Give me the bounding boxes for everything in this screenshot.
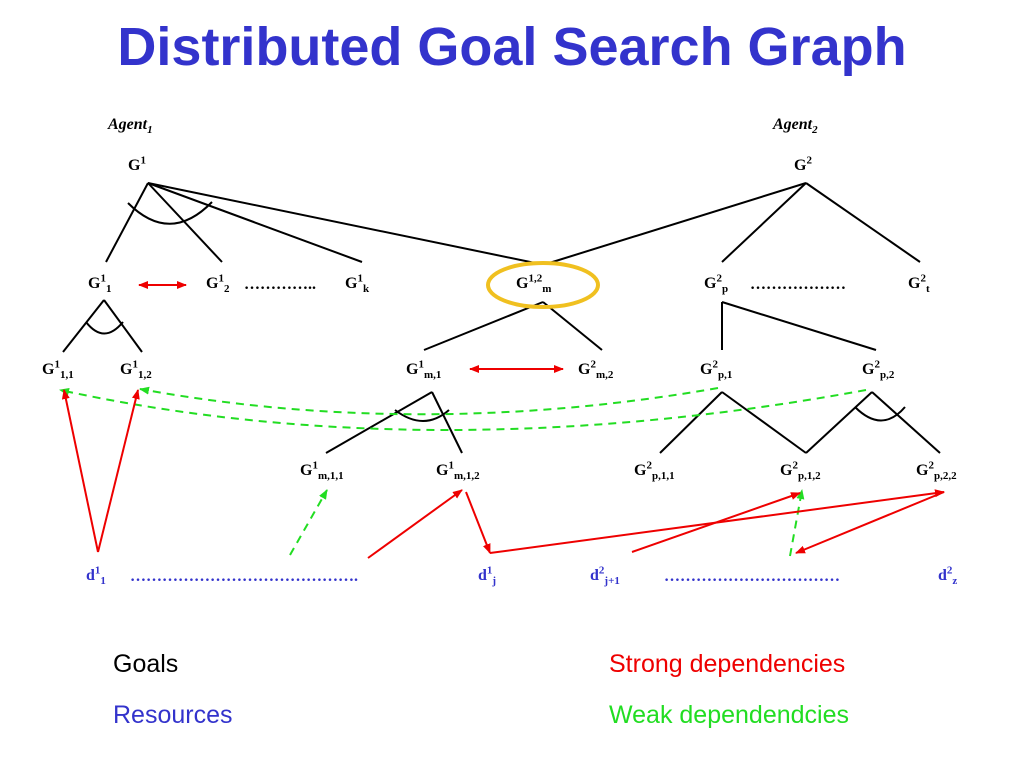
- edge-g1-g1_2: [147, 182, 223, 263]
- agent-2-label: Agent2: [773, 116, 818, 137]
- and-arc-g1: [127, 201, 213, 225]
- strong-d11-g1_12: [97, 389, 140, 553]
- goal-node: G1m,1: [406, 358, 442, 382]
- goal-node: G11,1: [42, 358, 74, 382]
- weak-res-g2p12: [789, 489, 805, 557]
- goal-node: G12: [206, 272, 230, 296]
- slide-title: Distributed Goal Search Graph: [117, 17, 907, 77]
- goal-node: G1k: [345, 272, 370, 296]
- edge-g1m1-g1m11: [325, 391, 433, 454]
- goal-node: G2m,2: [578, 358, 614, 382]
- goal-node: G2p,1,1: [634, 459, 675, 483]
- edge-g1_1-g1_11: [62, 299, 105, 353]
- edge-g2p-g2p2: [721, 301, 877, 351]
- legend-strong: Strong dependencies: [609, 650, 846, 678]
- goal-node-shared: G1,2m: [516, 272, 552, 296]
- strong-res-g1m12: [367, 489, 463, 559]
- goal-node: G2p,1,2: [780, 459, 821, 483]
- ellipsis: …………………………………….: [130, 568, 358, 585]
- edge-g2-g2_p: [721, 182, 807, 263]
- resource-node: d2z: [938, 564, 958, 588]
- goal-node: G2p: [704, 272, 729, 296]
- goal-node: G2t: [908, 272, 930, 296]
- edge-g2p2-g2p12: [805, 391, 873, 454]
- weak-g2p2-g1_11: [59, 387, 867, 431]
- resource-node: d11: [86, 564, 106, 588]
- edge-g1-g12_m: [147, 182, 541, 265]
- edge-g1-g1_k: [147, 182, 363, 263]
- legend-resources: Resources: [113, 701, 233, 729]
- goal-node: G2p,2: [862, 358, 895, 382]
- weak-g2p1-g1_12: [139, 386, 719, 416]
- edge-g2p1-g2p12: [721, 391, 807, 454]
- edge-g1_1-g1_12: [103, 299, 143, 353]
- agent-1-label: Agent1: [108, 116, 153, 137]
- resource-node: d2j+1: [590, 564, 620, 588]
- strong-g2p22-down: [795, 491, 945, 554]
- and-arc-g1_1: [85, 321, 124, 335]
- goal-node: G11: [88, 272, 112, 296]
- strong-dependencies: [61, 281, 945, 559]
- edge-g1m1-g1m12: [431, 391, 463, 454]
- goal-node: G11,2: [120, 358, 152, 382]
- legend-weak: Weak dependendcies: [609, 701, 849, 729]
- strong-d11-g1_11: [61, 389, 99, 553]
- edge-g1-g1_1: [105, 182, 149, 263]
- resource-node: d1j: [478, 564, 497, 588]
- goal-node: G2p,2,2: [916, 459, 957, 483]
- shared-goal-highlight: [486, 261, 600, 309]
- ellipsis: …………..: [244, 276, 316, 293]
- strong-g1m12-down: [465, 491, 491, 554]
- legend-goals: Goals: [113, 650, 179, 678]
- goal-node: G2: [794, 154, 812, 174]
- weak-dependencies: [59, 386, 867, 557]
- edge-g12m-g2m2: [542, 301, 603, 351]
- edge-g12m-g1m1: [423, 301, 544, 351]
- edge-g2p1-g2p11: [659, 391, 723, 454]
- goal-node: G2p,1: [700, 358, 733, 382]
- weak-res-g1m11: [289, 489, 328, 556]
- goal-node: G1m,1,2: [436, 459, 480, 483]
- goal-node: G1: [128, 154, 146, 174]
- edge-g2-g2_t: [805, 182, 921, 263]
- edge-g2p2-g2p22: [871, 391, 941, 454]
- edge-g2-g12_m: [545, 182, 807, 265]
- ellipsis: ……………………………: [664, 568, 840, 585]
- tree-edges: [62, 182, 941, 454]
- and-arc-g2p2: [854, 406, 906, 422]
- strong-dj1-g2p12: [631, 492, 801, 553]
- ellipsis: ………………: [750, 276, 846, 293]
- goal-node: G1m,1,1: [300, 459, 344, 483]
- and-arc-g1m1: [394, 409, 450, 422]
